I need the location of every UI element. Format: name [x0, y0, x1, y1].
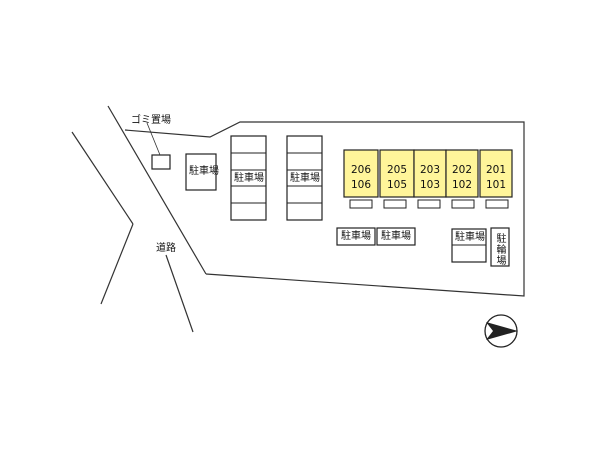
- unit-upper-label: 202: [451, 164, 473, 176]
- unit-upper-label: 203: [419, 164, 441, 176]
- unit-201: [479, 149, 513, 198]
- unit-lower-label: 102: [451, 179, 473, 191]
- unit-203: [413, 149, 447, 198]
- bicycle-parking: [490, 227, 510, 267]
- unit-lower-label: 106: [350, 179, 372, 191]
- road-edge-left-lower: [100, 223, 134, 305]
- unit-tab: [383, 199, 407, 209]
- parking-label-4: 駐車場: [341, 231, 371, 242]
- parking-area-1: [185, 153, 217, 191]
- unit-tab: [451, 199, 475, 209]
- parking-column-3: [286, 135, 323, 221]
- unit-tab: [417, 199, 441, 209]
- road-edge-right: [107, 105, 207, 275]
- building: [343, 149, 513, 209]
- road-edge-left: [71, 131, 134, 225]
- unit-lower-label: 101: [485, 179, 507, 191]
- garbage-label: ゴミ置場: [131, 115, 171, 126]
- unit-upper-label: 206: [350, 164, 372, 176]
- unit-202: [445, 149, 479, 198]
- unit-tab: [485, 199, 509, 209]
- parking-area-5: [376, 227, 416, 246]
- road-edge-right-lower: [165, 254, 194, 333]
- parking-label-5: 駐車場: [381, 231, 411, 242]
- parking-column-2: [230, 135, 267, 221]
- parking-label-3: 駐車場: [290, 173, 320, 184]
- unit-tab: [349, 199, 373, 209]
- unit-lower-label: 103: [419, 179, 441, 191]
- road-label: 道路: [156, 243, 176, 254]
- unit-206: [343, 149, 379, 198]
- garbage-box: [151, 154, 171, 170]
- bicycle-label: 駐輪場: [494, 233, 505, 266]
- unit-lower-label: 105: [386, 179, 408, 191]
- unit-upper-label: 201: [485, 164, 507, 176]
- unit-205: [379, 149, 415, 198]
- garbage-leader: [146, 122, 161, 156]
- parking-label-1: 駐車場: [189, 166, 219, 177]
- north-arrow-icon: [484, 314, 518, 348]
- parking-label-2: 駐車場: [234, 173, 264, 184]
- parking-area-4: [336, 227, 376, 246]
- site-boundary: [124, 121, 525, 297]
- parking-label-6: 駐車場: [455, 232, 485, 243]
- unit-upper-label: 205: [386, 164, 408, 176]
